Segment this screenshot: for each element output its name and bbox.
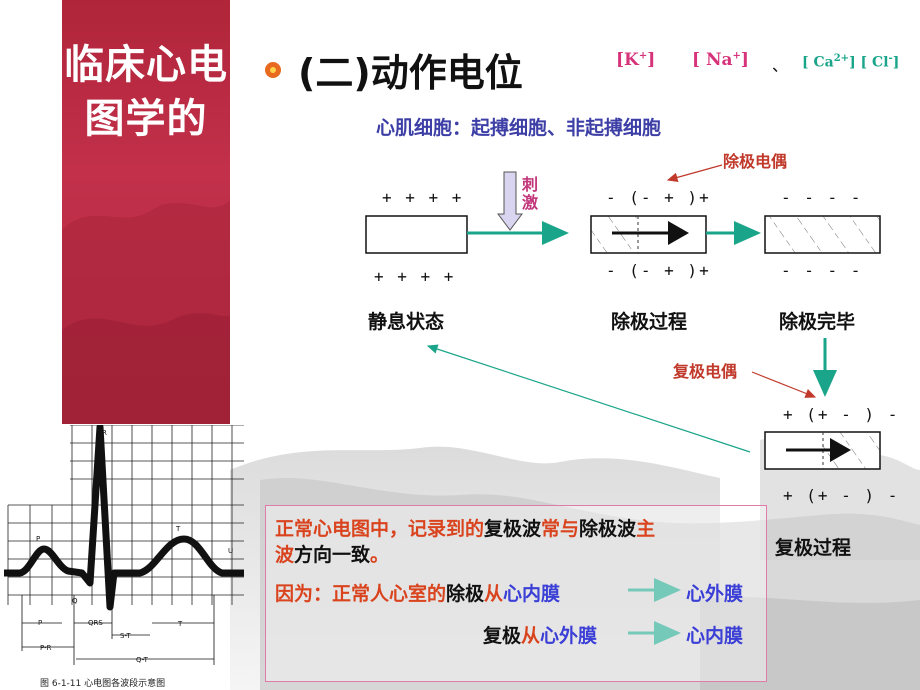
note-epicardium-1: 心外膜 bbox=[686, 583, 744, 605]
depolarizing-label: 除极过程 bbox=[611, 311, 688, 333]
ecg-label-u: U bbox=[228, 547, 233, 555]
arrow-return-to-rest bbox=[426, 344, 751, 453]
ecg-label-qt: Q-T bbox=[136, 656, 149, 664]
ecg-label-q: Q bbox=[72, 597, 78, 605]
cell-types-heading: 心肌细胞：起搏细胞、非起搏细胞 bbox=[376, 117, 662, 139]
ecg-label-s: S bbox=[108, 601, 113, 609]
complete-bottom-charges: - - - - bbox=[781, 261, 863, 280]
resting-top-charges: + + + + bbox=[382, 188, 464, 207]
note-line-3: 因为：正常人心室的除极从心内膜 bbox=[275, 583, 561, 605]
ecg-caption: 图 6-1-11 心电图各波段示意图 bbox=[40, 679, 166, 689]
resting-cell-box bbox=[365, 215, 468, 254]
ecg-label-t-interval: T bbox=[177, 620, 183, 628]
ecg-label-qrs: QRS bbox=[88, 619, 103, 627]
depol-complete-label: 除极完毕 bbox=[779, 311, 856, 333]
depol-dipole-label: 除极电偶 bbox=[723, 152, 788, 171]
depol-dipole-pointer bbox=[666, 164, 723, 183]
ecg-label-pr: P-R bbox=[40, 644, 52, 652]
depol-bottom-charges: - (- + )+ bbox=[606, 261, 711, 280]
stimulus-label: 刺 激 bbox=[522, 175, 539, 212]
banner-mountain-texture bbox=[62, 200, 230, 424]
explanation-box bbox=[265, 505, 767, 682]
ecg-trace bbox=[4, 425, 244, 611]
repolarizing-label: 复极过程 bbox=[775, 537, 852, 559]
bullet-icon bbox=[265, 62, 281, 78]
ion-ca-cl: [ Ca2+] [ Cl-] bbox=[802, 53, 900, 71]
ecg-grid bbox=[7, 425, 244, 605]
resting-bottom-charges: + + + + bbox=[374, 267, 456, 286]
ecg-label-p-interval: P bbox=[38, 619, 42, 627]
note-line-1: 正常心电图中，记录到的复极波常与除极波主 bbox=[275, 518, 656, 540]
complete-top-charges: - - - - bbox=[781, 188, 863, 207]
ion-k: [K+] bbox=[616, 50, 656, 70]
note-line-4: 复极从心外膜 bbox=[483, 625, 598, 647]
ecg-label-r: R bbox=[102, 429, 107, 437]
note-endocardium-2: 心内膜 bbox=[686, 625, 744, 647]
ion-na: [ Na+] bbox=[692, 50, 749, 70]
resting-state-label: 静息状态 bbox=[368, 311, 445, 333]
note-line-2: 波方向一致。 bbox=[275, 544, 390, 566]
ecg-label-p: P bbox=[36, 535, 40, 543]
title-banner bbox=[62, 0, 230, 424]
ion-separator: 、 bbox=[772, 56, 789, 75]
ecg-label-t: T bbox=[175, 525, 181, 533]
page-title: 临床心电图学的 bbox=[64, 42, 228, 142]
stimulus-arrow bbox=[497, 171, 523, 231]
ecg-waveform-figure: R P T U Q S P QRS S-T T P-R Q-T bbox=[4, 425, 244, 665]
depol-top-charges: - (- + )+ bbox=[606, 188, 711, 207]
repol-top-charges: + (+ - ) - bbox=[783, 405, 900, 424]
repol-dipole-label: 复极电偶 bbox=[673, 362, 738, 381]
repol-bottom-charges: + (+ - ) - bbox=[783, 486, 900, 505]
section-title: (二)动作电位 bbox=[298, 51, 523, 95]
ecg-label-st: S-T bbox=[120, 632, 131, 640]
repol-dipole-pointer bbox=[751, 371, 817, 398]
